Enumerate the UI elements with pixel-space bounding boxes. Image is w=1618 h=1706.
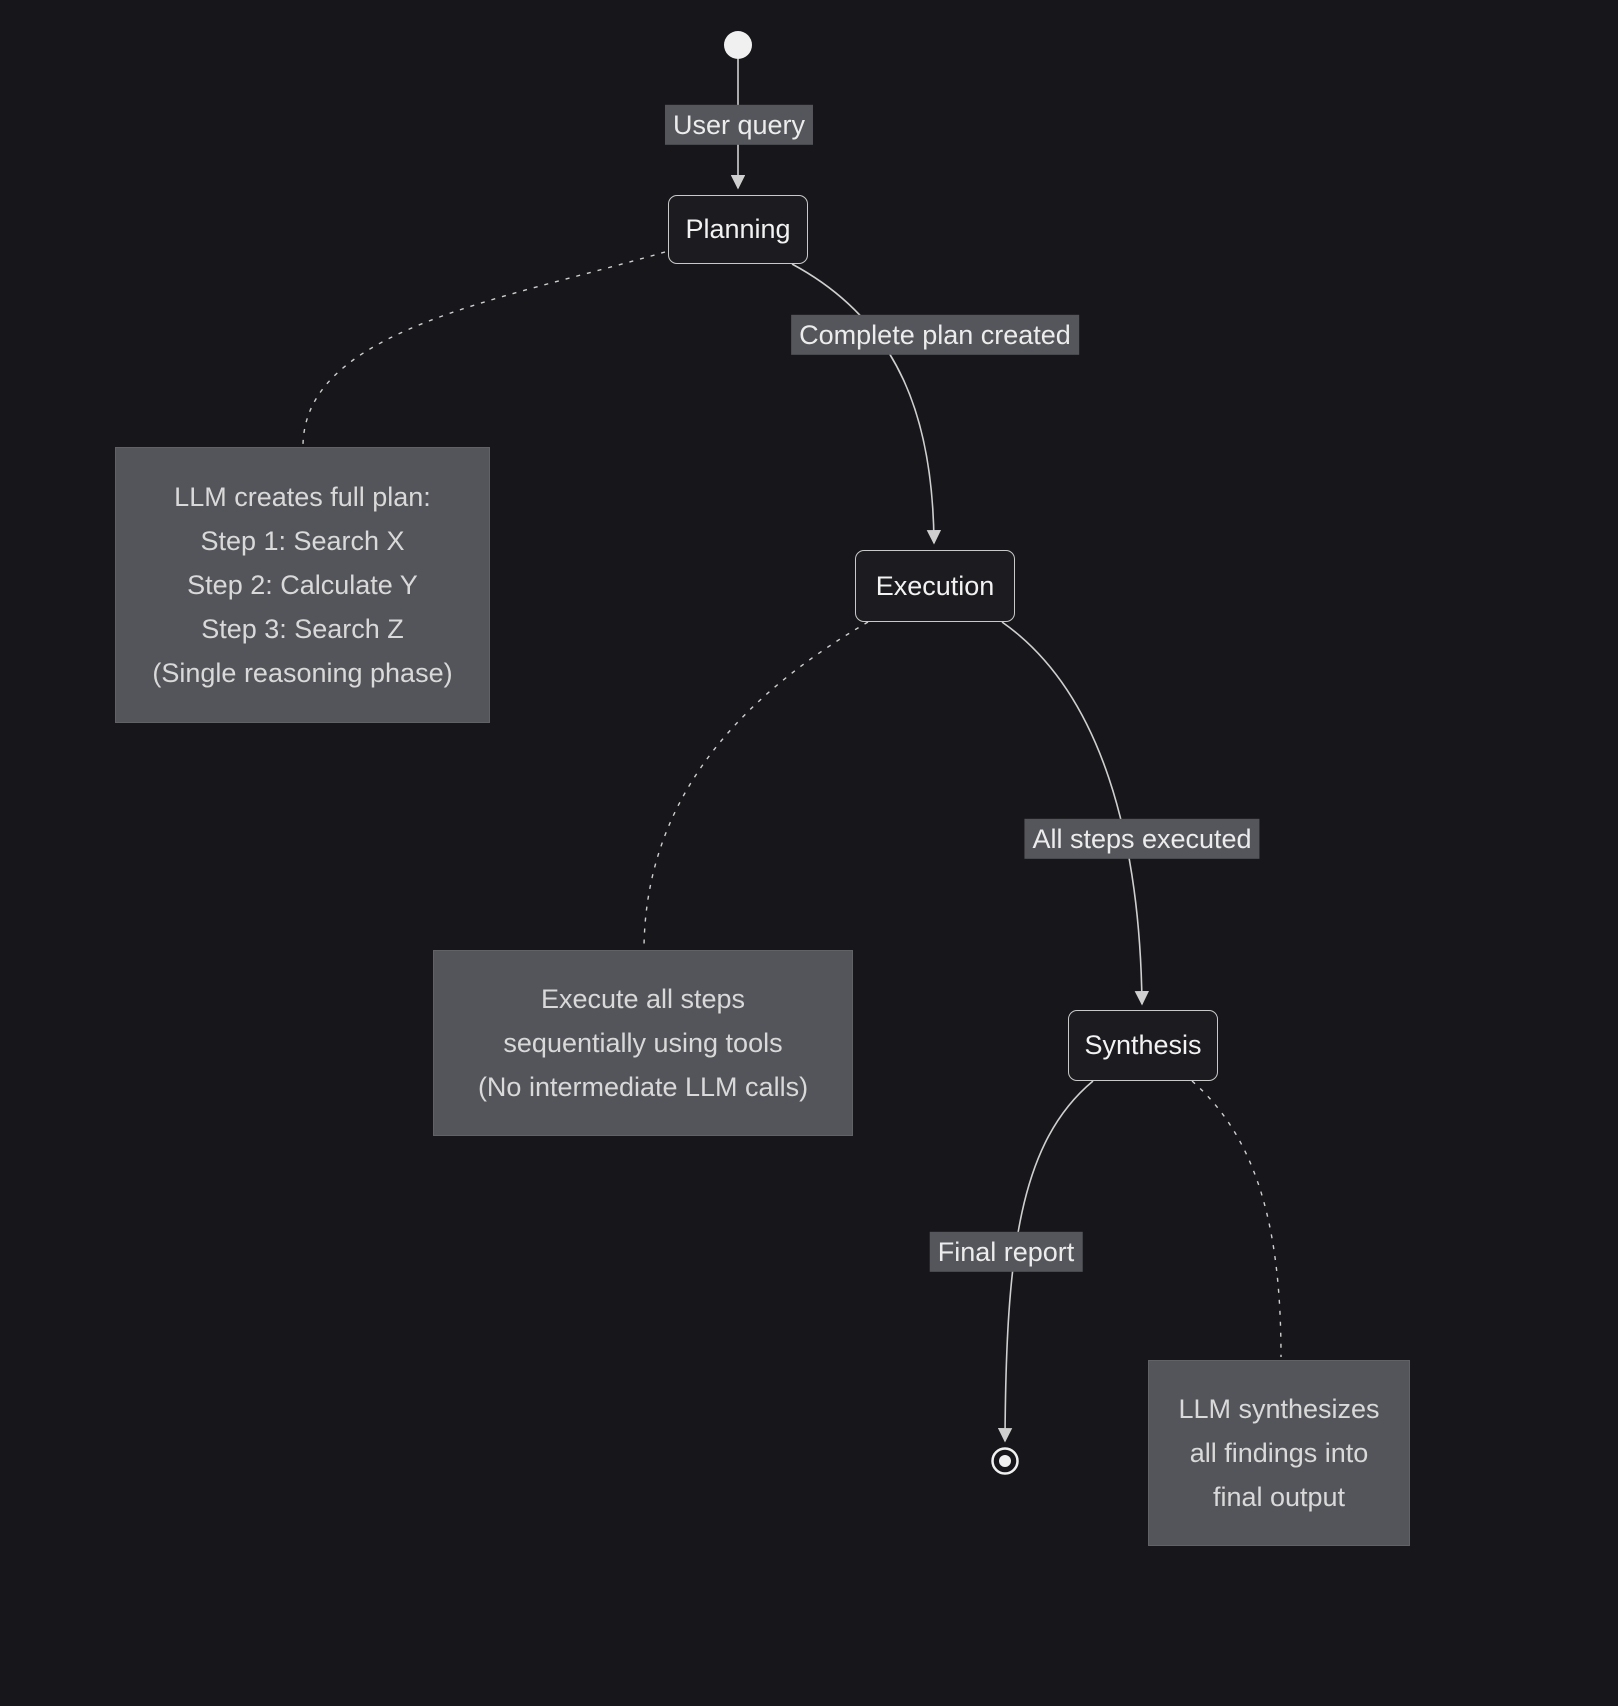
node-synthesis-label: Synthesis (1084, 1030, 1202, 1060)
end-state-dot-icon (999, 1455, 1011, 1467)
note-planning-line: Step 2: Calculate Y (187, 570, 418, 600)
edge-label-final-report: Final report (929, 1231, 1083, 1273)
edge-execution-to-synthesis (1001, 621, 1150, 1006)
note-synthesis: LLM synthesizes all findings into final … (1148, 1360, 1410, 1546)
edge-label-complete-plan-created: Complete plan created (791, 314, 1079, 356)
node-planning: Planning (668, 195, 808, 264)
edge-planning-to-note (302, 251, 666, 446)
note-execution-line: (No intermediate LLM calls) (477, 1072, 809, 1102)
note-planning-line: Step 3: Search Z (201, 614, 404, 644)
note-planning-line: LLM creates full plan: (174, 482, 431, 512)
node-synthesis: Synthesis (1068, 1010, 1218, 1081)
edge-planning-to-execution (791, 263, 942, 545)
start-state-icon (724, 31, 752, 59)
note-synthesis-line: final output (1212, 1482, 1346, 1512)
note-synthesis-line: LLM synthesizes (1178, 1394, 1380, 1424)
end-state-ring-icon (991, 1447, 1019, 1475)
note-execution-line: Execute all steps (540, 984, 746, 1014)
note-execution-line: sequentially using tools (503, 1028, 783, 1058)
note-execution: Execute all steps sequentially using too… (433, 950, 853, 1136)
note-planning: LLM creates full plan: Step 1: Search X … (115, 447, 490, 723)
node-planning-label: Planning (685, 214, 791, 244)
node-execution: Execution (855, 550, 1015, 622)
node-execution-label: Execution (875, 570, 995, 601)
note-synthesis-line: all findings into (1189, 1438, 1369, 1468)
note-planning-line: (Single reasoning phase) (152, 658, 453, 688)
edge-synthesis-to-end (997, 1080, 1094, 1443)
edge-label-user-query: User query (664, 104, 814, 146)
edge-execution-to-note (643, 621, 869, 948)
edge-label-all-steps-executed: All steps executed (1024, 818, 1260, 860)
edge-synthesis-to-note (1191, 1080, 1282, 1358)
note-planning-line: Step 1: Search X (200, 526, 405, 556)
